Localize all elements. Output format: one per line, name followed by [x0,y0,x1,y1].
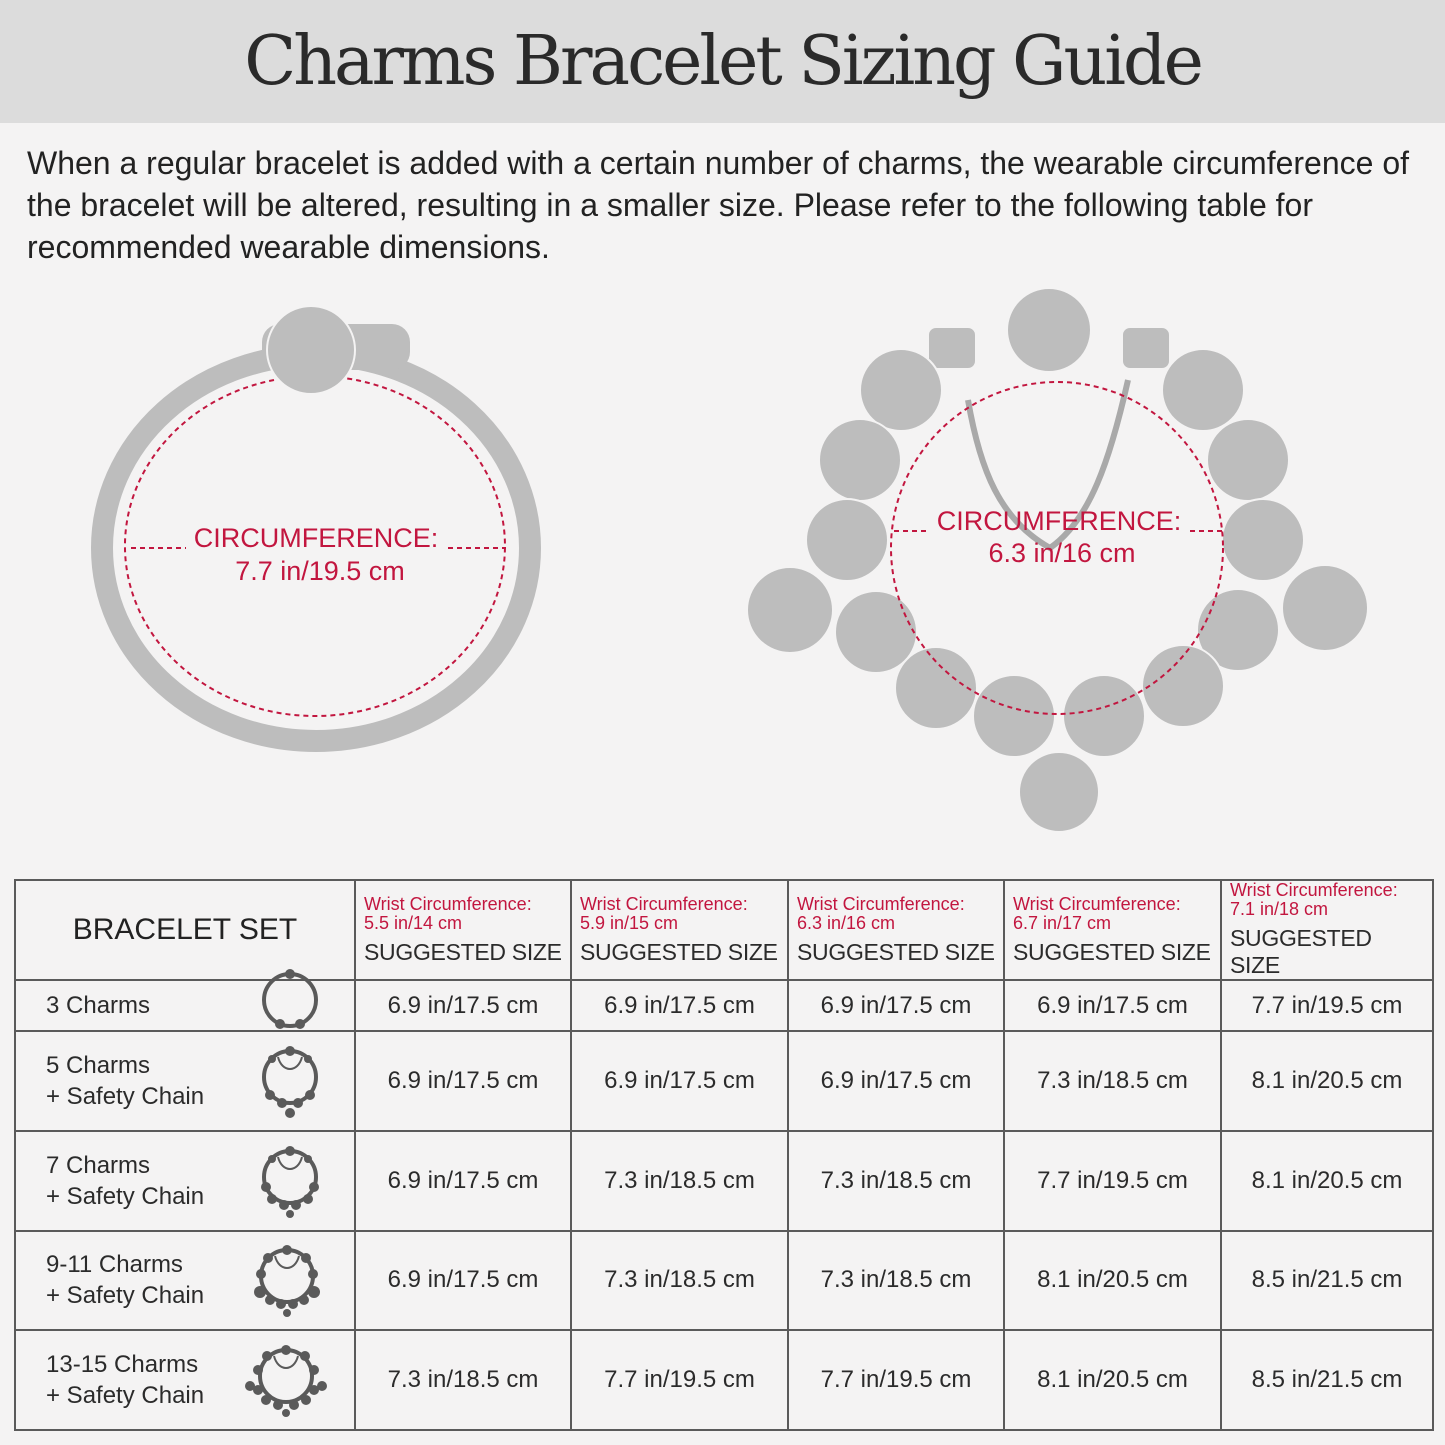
charm-bracelet-illustration [746,287,1369,833]
size-cell: 6.9 in/17.5 cm [570,1030,789,1133]
plain-bracelet-illustration: CIRCUMFERENCE: 7.7 in/19.5 cm [91,305,541,752]
size-cell: 7.7 in/19.5 cm [1220,978,1434,1033]
size-cell: 7.3 in/18.5 cm [570,1229,789,1332]
size-cell: 6.9 in/17.5 cm [1003,978,1222,1033]
size-cell: 6.9 in/17.5 cm [354,1030,572,1133]
size-cell: 8.5 in/21.5 cm [1220,1329,1434,1431]
charm-circumference-value: 6.3 in/16 cm [988,538,1135,568]
bracelet-13-15-charms-icon [245,1345,327,1418]
table-header-row: BRACELET SET Wrist Circumference:5.5 in/… [14,879,1434,981]
size-cell: 8.1 in/20.5 cm [1003,1329,1222,1431]
set-cell: 9-11 Charms + Safety Chain [14,1229,356,1332]
charm-circumference-label: CIRCUMFERENCE: [937,506,1182,536]
size-cell: 7.3 in/18.5 cm [787,1130,1005,1232]
safety-chain [965,379,1131,552]
plain-circumference-value: 7.7 in/19.5 cm [235,556,405,586]
size-cell: 6.9 in/17.5 cm [354,1130,572,1232]
bracelet-set-header: BRACELET SET [14,879,356,981]
size-cell: 8.1 in/20.5 cm [1220,1030,1434,1133]
size-cell: 7.3 in/18.5 cm [354,1329,572,1431]
set-cell: 13-15 Charms + Safety Chain [14,1329,356,1431]
table-row: 9-11 Charms + Safety Chain 6.9 in/17.5 c… [14,1229,1434,1332]
size-cell: 7.7 in/19.5 cm [570,1329,789,1431]
table-row: 3 Charms 6.9 in/17.5 cm 6.9 in/17.5 cm 6… [14,968,1434,1041]
bracelet-7-charms-icon [261,1145,319,1218]
charm-circumference-ring [890,381,1224,715]
size-cell: 6.9 in/17.5 cm [570,978,789,1033]
set-cell: 5 Charms + Safety Chain [14,1030,356,1133]
size-cell: 6.9 in/17.5 cm [354,978,572,1033]
bracelet-9-11-charms-icon [254,1245,320,1318]
set-cell: 7 Charms + Safety Chain [14,1130,356,1232]
table-row: 13-15 Charms + Safety Chain 7.3 in/18.5 … [14,1329,1434,1431]
size-cell: 7.3 in/18.5 cm [1003,1030,1222,1133]
sizing-table: BRACELET SET Wrist Circumference:5.5 in/… [14,879,1434,1431]
title-banner: Charms Bracelet Sizing Guide [0,0,1445,123]
size-cell: 6.9 in/17.5 cm [787,1030,1005,1133]
size-cell: 7.7 in/19.5 cm [787,1329,1005,1431]
table-row: 5 Charms + Safety Chain 6.9 in/17.5 cm 6… [14,1030,1434,1133]
size-cell: 7.3 in/18.5 cm [570,1130,789,1232]
page-title: Charms Bracelet Sizing Guide [244,22,1204,101]
set-cell: 3 Charms [14,968,356,1041]
size-cell: 6.9 in/17.5 cm [787,978,1005,1033]
intro-paragraph: When a regular bracelet is added with a … [27,145,1410,265]
size-cell: 8.5 in/21.5 cm [1220,1229,1434,1332]
size-cell: 7.3 in/18.5 cm [787,1229,1005,1332]
table-row: 7 Charms + Safety Chain 6.9 in/17.5 cm 7… [14,1130,1434,1232]
bracelet-5-charms-icon [262,1046,318,1119]
plain-circumference-label: CIRCUMFERENCE: [194,523,439,553]
size-cell: 8.1 in/20.5 cm [1003,1229,1222,1332]
size-cell: 7.7 in/19.5 cm [1003,1130,1222,1232]
bracelet-illustrations: CIRCUMFERENCE: 7.7 in/19.5 cm CIRCUMFERE… [91,287,1369,833]
size-cell: 8.1 in/20.5 cm [1220,1130,1434,1232]
size-cell: 6.9 in/17.5 cm [354,1229,572,1332]
